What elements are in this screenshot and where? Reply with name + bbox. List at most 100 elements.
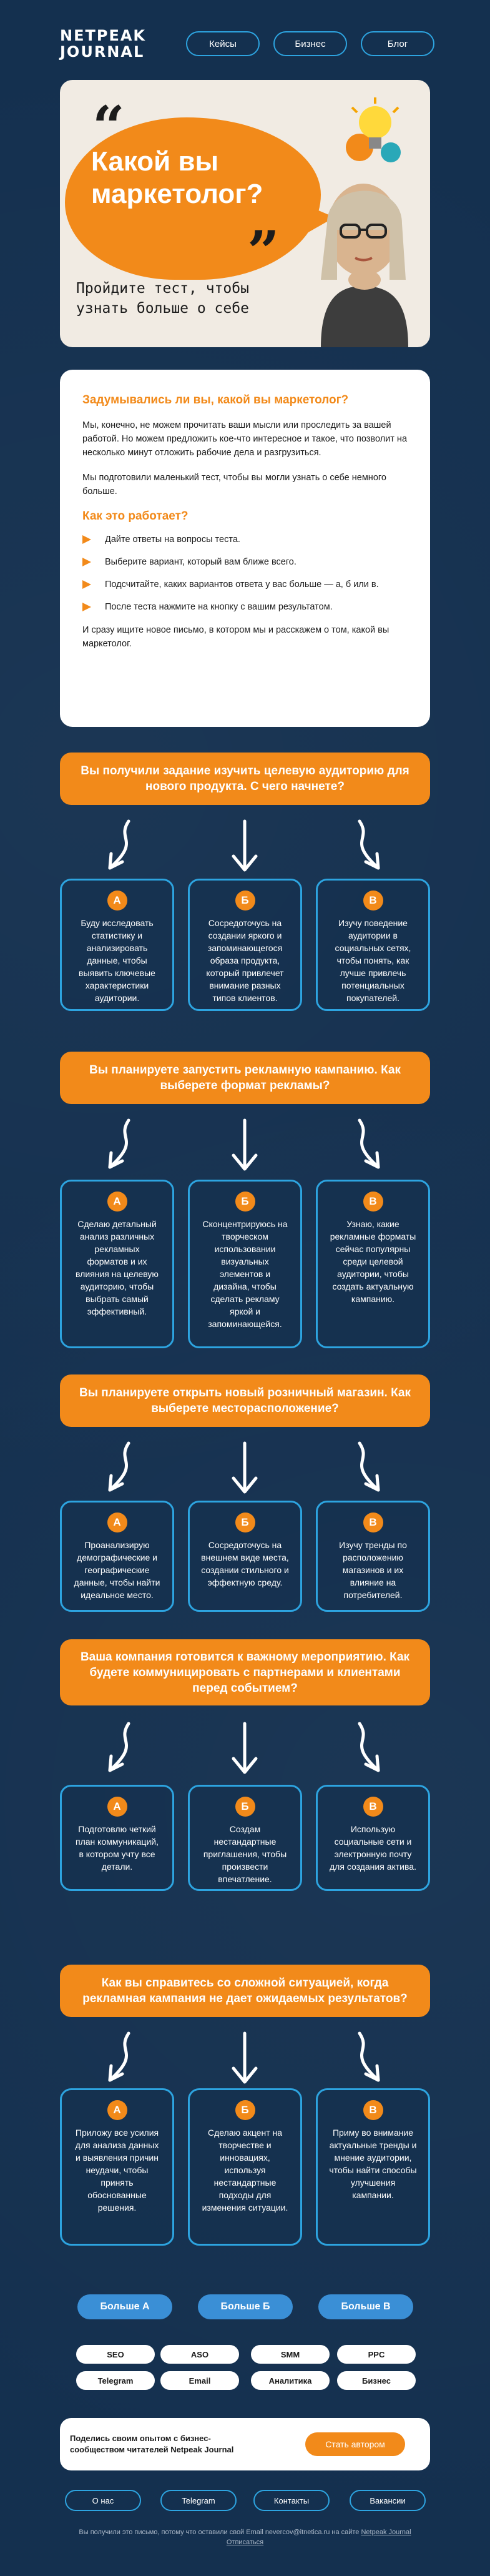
option-text: Сосредоточусь на внешнем виде места, соз… bbox=[201, 1540, 289, 1587]
intro-paragraph: Мы подготовили маленький тест, чтобы вы … bbox=[82, 473, 386, 496]
legal-footer: Вы получили это письмо, потому что остав… bbox=[69, 2527, 421, 2547]
result-more-b-button[interactable]: Больше Б bbox=[198, 2294, 293, 2319]
option-letter-badge: А bbox=[107, 1513, 127, 1532]
question-1: Вы получили задание изучить целевую ауди… bbox=[60, 753, 430, 805]
tag-smm[interactable]: SMM bbox=[251, 2345, 330, 2364]
answer-option-c[interactable]: В Изучу поведение аудитории в социальных… bbox=[316, 879, 430, 1011]
option-letter-badge: Б bbox=[235, 1513, 255, 1532]
arrows-icon bbox=[108, 1441, 380, 1494]
arrow-right-icon bbox=[82, 558, 91, 566]
question-4: Ваша компания готовится к важному меропр… bbox=[60, 1639, 430, 1705]
legal-text: Вы получили это письмо, потому что остав… bbox=[79, 2529, 360, 2536]
list-item: Дайте ответы на вопросы теста. bbox=[82, 533, 408, 546]
arrow-right-icon bbox=[82, 580, 91, 589]
nav-cases-button[interactable]: Кейсы bbox=[186, 31, 260, 56]
answer-option-c[interactable]: В Приму во внимание актуальные тренды и … bbox=[316, 2088, 430, 2246]
intro-paragraph: Мы, конечно, не можем прочитать ваши мыс… bbox=[82, 420, 408, 458]
answer-option-b[interactable]: Б Сосредоточусь на создании яркого и зап… bbox=[188, 879, 302, 1011]
footer-about-button[interactable]: О нас bbox=[65, 2490, 141, 2511]
option-letter-badge: А bbox=[107, 2100, 127, 2120]
option-text: Сделаю детальный анализ различных реклам… bbox=[76, 1219, 159, 1316]
answer-option-a[interactable]: А Приложу все усилия для анализа данных … bbox=[60, 2088, 174, 2246]
option-text: Буду исследовать статистику и анализиров… bbox=[79, 918, 155, 1003]
option-text: Использую социальные сети и электронную … bbox=[330, 1824, 416, 1872]
question-2: Вы планируете запустить рекламную кампан… bbox=[60, 1052, 430, 1104]
tag-business[interactable]: Бизнес bbox=[337, 2371, 416, 2390]
tag-email[interactable]: Email bbox=[160, 2371, 239, 2390]
intro-heading: Задумывались ли вы, какой вы маркетолог? bbox=[82, 393, 349, 407]
arrows-icon bbox=[108, 1722, 380, 1774]
answer-option-b[interactable]: Б Сосредоточусь на внешнем виде места, с… bbox=[188, 1501, 302, 1612]
option-letter-badge: Б bbox=[235, 1192, 255, 1212]
option-text: Сосредоточусь на создании яркого и запом… bbox=[206, 918, 284, 1003]
answer-option-c[interactable]: В Изучу тренды по расположению магазинов… bbox=[316, 1501, 430, 1612]
result-more-c-button[interactable]: Больше В bbox=[318, 2294, 413, 2319]
woman-thinking-illustration bbox=[321, 184, 408, 347]
nav-blog-button[interactable]: Блог bbox=[361, 31, 434, 56]
how-it-works-heading: Как это работает? bbox=[82, 510, 189, 523]
intro-paragraph: И сразу ищите новое письмо, в котором мы… bbox=[82, 625, 390, 649]
list-item: Подсчитайте, каких вариантов ответа у ва… bbox=[82, 578, 408, 591]
footer-contacts-button[interactable]: Контакты bbox=[253, 2490, 330, 2511]
lightbulb-icon bbox=[346, 97, 401, 162]
tag-telegram[interactable]: Telegram bbox=[76, 2371, 155, 2390]
list-item: После теста нажмите на кнопку с вашим ре… bbox=[82, 601, 408, 613]
option-text: Сделаю акцент на творчестве и инновациях… bbox=[202, 2128, 288, 2213]
option-letter-badge: А bbox=[107, 891, 127, 910]
answer-option-a[interactable]: А Буду исследовать статистику и анализир… bbox=[60, 879, 174, 1011]
tag-analytics[interactable]: Аналитика bbox=[251, 2371, 330, 2390]
option-letter-badge: А bbox=[107, 1797, 127, 1817]
question-3: Вы планируете открыть новый розничный ма… bbox=[60, 1374, 430, 1427]
site-link[interactable]: Netpeak Journal bbox=[361, 2529, 411, 2536]
intro-card: Задумывались ли вы, какой вы маркетолог?… bbox=[60, 370, 430, 727]
answer-option-a[interactable]: А Проанализирую демографические и геогра… bbox=[60, 1501, 174, 1612]
answer-option-b[interactable]: Б Сконцентрируюсь на творческом использо… bbox=[188, 1180, 302, 1348]
result-more-a-button[interactable]: Больше А bbox=[77, 2294, 172, 2319]
option-text: Приложу все усилия для анализа данных и … bbox=[75, 2128, 159, 2213]
arrow-right-icon bbox=[82, 603, 91, 611]
answer-option-b[interactable]: Б Создам нестандартные приглашения, чтоб… bbox=[188, 1785, 302, 1891]
tag-seo[interactable]: SEO bbox=[76, 2345, 155, 2364]
top-nav: Кейсы Бизнес Блог bbox=[186, 31, 434, 56]
hero-subtitle: Пройдите тест, чтобы узнать больше о себ… bbox=[76, 280, 249, 317]
tag-aso[interactable]: ASO bbox=[160, 2345, 239, 2364]
footer-vacancies-button[interactable]: Вакансии bbox=[350, 2490, 426, 2511]
share-text: Поделись своим опытом с бизнес-сообществ… bbox=[70, 2434, 234, 2454]
become-author-banner: Поделись своим опытом с бизнес-сообществ… bbox=[60, 2418, 430, 2470]
tag-ppc[interactable]: PPC bbox=[337, 2345, 416, 2364]
answer-option-c[interactable]: В Использую социальные сети и электронну… bbox=[316, 1785, 430, 1891]
arrows-icon bbox=[108, 1118, 380, 1171]
answer-option-b[interactable]: Б Сделаю акцент на творчестве и инноваци… bbox=[188, 2088, 302, 2246]
option-text: Подготовлю четкий план коммуникаций, в к… bbox=[76, 1824, 159, 1872]
option-text: Изучу поведение аудитории в социальных с… bbox=[335, 918, 411, 1003]
speech-bubble bbox=[65, 117, 321, 280]
option-letter-badge: В bbox=[363, 1192, 383, 1212]
quote-close-icon: ” bbox=[247, 219, 280, 285]
answer-option-a[interactable]: А Подготовлю четкий план коммуникаций, в… bbox=[60, 1785, 174, 1891]
hero-banner: “ ” Какой вы маркетолог? Пройдите тест, … bbox=[60, 80, 430, 347]
option-letter-badge: Б bbox=[235, 1797, 255, 1817]
option-text: Создам нестандартные приглашения, чтобы … bbox=[203, 1824, 287, 1884]
list-item: Выберите вариант, который вам ближе всег… bbox=[82, 556, 408, 568]
steps-list: Дайте ответы на вопросы теста. Выберите … bbox=[82, 533, 408, 613]
arrows-icon bbox=[108, 819, 380, 872]
answer-option-a[interactable]: А Сделаю детальный анализ различных рекл… bbox=[60, 1180, 174, 1348]
option-text: Приму во внимание актуальные тренды и мн… bbox=[329, 2128, 417, 2200]
option-letter-badge: В bbox=[363, 891, 383, 910]
become-author-button[interactable]: Стать автором bbox=[305, 2432, 405, 2456]
quote-open-icon: “ bbox=[92, 94, 125, 160]
arrows-icon bbox=[108, 2031, 380, 2084]
unsubscribe-link[interactable]: Отписаться bbox=[226, 2539, 264, 2546]
option-text: Узнаю, какие рекламные форматы сейчас по… bbox=[330, 1219, 416, 1304]
option-text: Изучу тренды по расположению магазинов и… bbox=[339, 1540, 407, 1600]
nav-business-button[interactable]: Бизнес bbox=[273, 31, 347, 56]
option-text: Сконцентрируюсь на творческом использова… bbox=[202, 1219, 288, 1329]
answer-option-c[interactable]: В Узнаю, какие рекламные форматы сейчас … bbox=[316, 1180, 430, 1348]
hero-title: Какой вы маркетолог? bbox=[91, 146, 263, 209]
footer-telegram-button[interactable]: Telegram bbox=[160, 2490, 237, 2511]
option-letter-badge: Б bbox=[235, 891, 255, 910]
option-letter-badge: В bbox=[363, 1797, 383, 1817]
